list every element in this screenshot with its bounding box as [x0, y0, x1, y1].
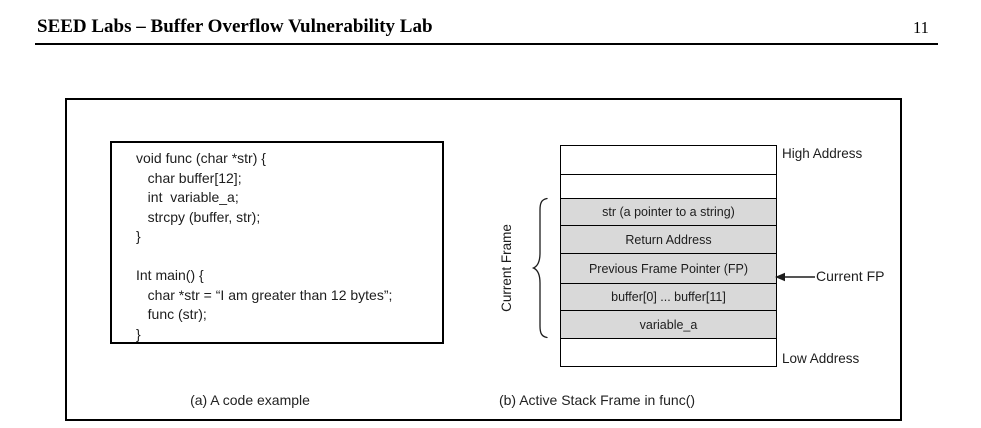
code-line	[136, 247, 442, 267]
code-line: Int main() {	[136, 267, 204, 283]
code-line: strcpy (buffer, str);	[136, 208, 261, 225]
caption-stack-frame: (b) Active Stack Frame in func()	[498, 392, 696, 408]
current-fp-label: Current FP	[816, 268, 885, 284]
page-number: 11	[913, 18, 929, 37]
stack-row-return-address: Return Address	[561, 226, 776, 254]
code-line: }	[136, 228, 141, 244]
current-frame-brace-icon	[531, 197, 548, 339]
code-line: char *str = “I am greater than 12 bytes”…	[136, 286, 393, 303]
code-line: int variable_a;	[136, 189, 239, 205]
stack-row-empty-bottom	[561, 339, 776, 366]
code-line: char buffer[12];	[136, 169, 242, 186]
stack-row-str: str (a pointer to a string)	[561, 199, 776, 226]
code-example-box: void func (char *str) { char buffer[12];…	[110, 141, 444, 344]
code-line: }	[136, 325, 141, 342]
high-address-label: High Address	[782, 146, 863, 161]
stack-row-previous-frame-pointer: Previous Frame Pointer (FP)	[561, 254, 776, 284]
stack-row-variable-a: variable_a	[561, 311, 776, 339]
stack-frame-box: str (a pointer to a string) Return Addre…	[560, 145, 777, 367]
caption-code-example: (a) A code example	[190, 392, 310, 408]
header-rule	[35, 43, 938, 45]
stack-row-empty-2	[561, 175, 776, 199]
figure-frame: void func (char *str) { char buffer[12];…	[65, 98, 902, 421]
stack-row-buffer: buffer[0] ... buffer[11]	[561, 284, 776, 311]
code-line: func (str);	[136, 306, 207, 322]
stack-row-empty-top	[561, 146, 776, 175]
current-fp-arrow-icon	[775, 272, 815, 282]
code-line: void func (char *str) {	[136, 150, 266, 166]
low-address-label: Low Address	[782, 351, 860, 366]
document-header-title: SEED Labs – Buffer Overflow Vulnerabilit…	[37, 16, 433, 37]
current-frame-label: Current Frame	[499, 224, 514, 312]
